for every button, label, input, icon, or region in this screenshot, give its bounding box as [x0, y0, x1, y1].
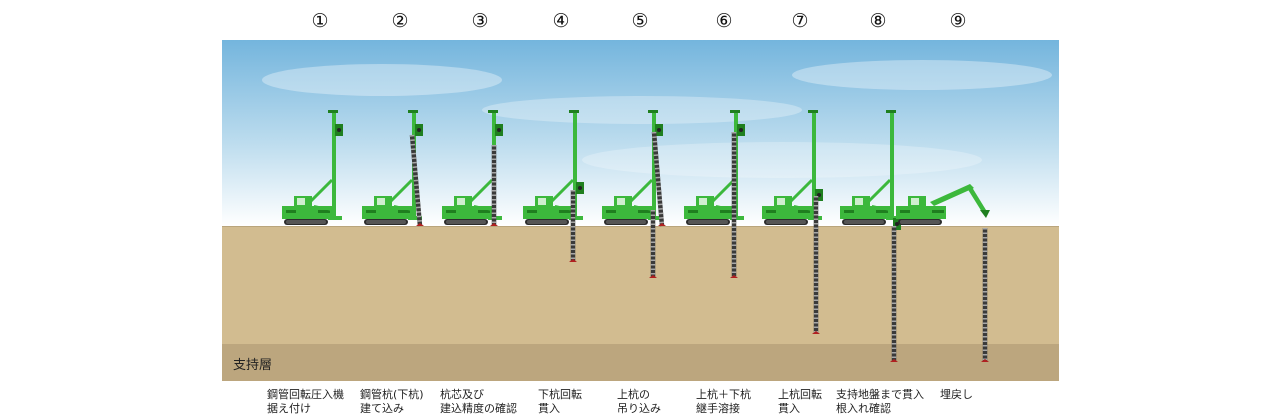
pile-driver-icon: [602, 110, 666, 278]
steel-pile-icon: [890, 226, 898, 362]
sky: [222, 40, 1059, 226]
step-number-7: ⑦: [791, 10, 809, 32]
step-caption-6: 上杭＋下杭 継手溶接: [696, 388, 751, 416]
steel-pile-icon: [649, 210, 657, 278]
steel-pile-icon: [409, 134, 424, 227]
step-caption-row: 鋼管回転圧入機 据え付け 鋼管杭(下杭) 建て込み 杭芯及び 建込精度の確認 下…: [0, 383, 1280, 420]
step-caption-8: 支持地盤まで貫入 根入れ確認: [836, 388, 924, 416]
pile-driver-icon: [362, 110, 424, 227]
steel-pile-icon: [981, 228, 989, 362]
pile-driver-icon: [840, 110, 901, 362]
step-number-5: ⑤: [631, 10, 649, 32]
caption-line: 鋼管回転圧入機: [267, 388, 344, 401]
excavator-icon: [896, 184, 990, 362]
step-number-4: ④: [552, 10, 570, 32]
construction-process-diagram: [222, 40, 1059, 381]
step-caption-9: 埋戻し: [940, 388, 973, 402]
caption-line: 杭芯及び: [440, 388, 484, 401]
caption-line: 貫入: [778, 402, 800, 415]
step-number-8: ⑧: [869, 10, 887, 32]
caption-line: 下杭回転: [538, 388, 582, 401]
step-number-1: ①: [311, 10, 329, 32]
step-number-row: ① ② ③ ④ ⑤ ⑥ ⑦ ⑧ ⑨: [0, 0, 1280, 40]
pile-driver-icon: [523, 110, 584, 262]
caption-line: 継手溶接: [696, 402, 740, 415]
step-caption-5: 上杭の 吊り込み: [617, 388, 661, 416]
steel-pile-icon: [730, 132, 738, 278]
caption-line: 鋼管杭(下杭): [360, 388, 424, 401]
steel-pile-icon: [569, 190, 577, 262]
caption-line: 上杭の: [617, 388, 650, 401]
caption-line: 建て込み: [360, 402, 404, 415]
step-number-6: ⑥: [715, 10, 733, 32]
pile-driver-icon: [762, 110, 823, 334]
step-caption-2: 鋼管杭(下杭) 建て込み: [360, 388, 424, 416]
bearing-layer: [222, 344, 1059, 381]
step-number-2: ②: [391, 10, 409, 32]
caption-line: 根入れ確認: [836, 402, 891, 415]
step-number-3: ③: [471, 10, 489, 32]
pile-driver-icon: [684, 110, 745, 278]
steel-pile-icon: [490, 145, 498, 226]
caption-line: 上杭＋下杭: [696, 388, 751, 401]
step-caption-7: 上杭回転 貫入: [778, 388, 822, 416]
pile-driver-icon: [442, 110, 503, 226]
caption-line: 支持地盤まで貫入: [836, 388, 924, 401]
pile-driver-icon: [282, 110, 343, 225]
caption-line: 吊り込み: [617, 402, 661, 415]
caption-line: 埋戻し: [940, 388, 973, 401]
steel-pile-icon: [812, 196, 820, 334]
step-caption-4: 下杭回転 貫入: [538, 388, 582, 416]
ground: [222, 226, 1059, 344]
steel-pile-icon: [651, 131, 666, 227]
caption-line: 貫入: [538, 402, 560, 415]
caption-line: 建込精度の確認: [440, 402, 517, 415]
step-number-9: ⑨: [949, 10, 967, 32]
bearing-layer-label: 支持層: [233, 358, 273, 373]
caption-line: 据え付け: [267, 402, 311, 415]
step-caption-1: 鋼管回転圧入機 据え付け: [267, 388, 344, 416]
step-caption-3: 杭芯及び 建込精度の確認: [440, 388, 517, 416]
caption-line: 上杭回転: [778, 388, 822, 401]
